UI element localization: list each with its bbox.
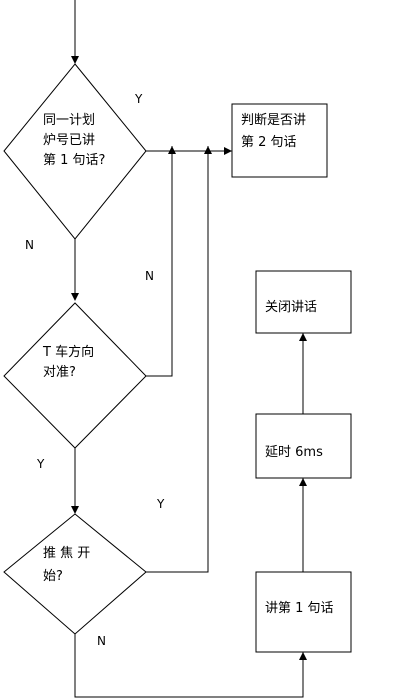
edge-label-d2-yes: Y bbox=[36, 457, 45, 471]
d3-no-arrowhead bbox=[299, 652, 307, 660]
edge-label-d3-no: N bbox=[97, 634, 106, 648]
process-judge-line-1: 判断是否讲 bbox=[241, 113, 306, 128]
process-delay: 延时 6ms bbox=[255, 413, 352, 479]
decision-3-line-2: 始? bbox=[43, 569, 63, 584]
process-say-first-box bbox=[255, 571, 352, 653]
say-to-delay-arrowhead bbox=[299, 478, 307, 486]
decision-2-diamond bbox=[3, 302, 147, 449]
edge-label-d2-no: N bbox=[145, 269, 154, 283]
edge-label-d1-yes: Y bbox=[134, 92, 143, 106]
d2-no-arrowhead bbox=[168, 146, 176, 154]
decision-2-line-2: 对准? bbox=[43, 365, 76, 380]
decision-3-diamond bbox=[3, 513, 147, 635]
process-judge-second-sentence: 判断是否讲 第 2 句话 bbox=[231, 103, 328, 178]
process-delay-box bbox=[255, 413, 352, 479]
d3-no-line bbox=[74, 634, 304, 698]
decision-t-car-aligned: T 车方向 对准? bbox=[3, 302, 147, 449]
process-say-first-sentence: 讲第 1 句话 bbox=[255, 571, 352, 653]
process-judge-line-2: 第 2 句话 bbox=[241, 135, 297, 150]
process-delay-line-1: 延时 6ms bbox=[265, 445, 323, 460]
decision-1-line-1: 同一计划 bbox=[43, 113, 95, 128]
decision-1-line-3: 第 1 句话? bbox=[43, 153, 105, 168]
decision-1-line-2: 炉号已讲 bbox=[43, 133, 95, 148]
delay-to-close-arrowhead bbox=[299, 333, 307, 341]
d1-no-arrowhead bbox=[71, 293, 79, 301]
d2-no-line bbox=[146, 146, 173, 377]
decision-same-plan-oven: 同一计划 炉号已讲 第 1 句话? bbox=[3, 63, 147, 240]
process-close-speech: 关闭讲话 bbox=[255, 270, 352, 334]
process-close-box bbox=[255, 270, 352, 334]
edge-label-d3-yes: Y bbox=[156, 497, 165, 511]
d3-yes-line bbox=[146, 146, 209, 573]
process-say-first-line-1: 讲第 1 句话 bbox=[265, 601, 334, 616]
decision-3-line-1: 推 焦 开 bbox=[43, 546, 90, 561]
process-judge-box bbox=[231, 103, 328, 178]
process-close-line-1: 关闭讲话 bbox=[265, 300, 317, 315]
decision-pushing-started: 推 焦 开 始? bbox=[3, 513, 147, 635]
decision-2-line-1: T 车方向 bbox=[42, 344, 94, 360]
decision-1-diamond bbox=[3, 63, 147, 240]
entry-arrowhead bbox=[71, 56, 79, 64]
d2-yes-arrowhead bbox=[71, 506, 79, 514]
d3-yes-arrowhead bbox=[204, 146, 212, 154]
edge-label-d1-no: N bbox=[25, 238, 34, 252]
d1-yes-arrowhead bbox=[224, 147, 232, 155]
